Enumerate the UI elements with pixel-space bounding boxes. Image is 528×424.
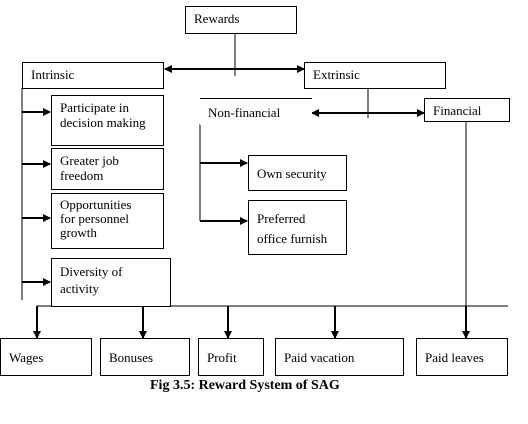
paid-leaves-label: Paid leaves (425, 350, 484, 365)
job-freedom-box: Greater job freedom (51, 148, 164, 190)
participate-box: Participate in decision making (51, 95, 164, 146)
bonuses-box: Bonuses (100, 338, 190, 376)
paid-vacation-box: Paid vacation (275, 338, 404, 376)
opportunities-label: Opportunities for personnel growth (60, 197, 132, 240)
office-furnish-label: Preferred office furnish (257, 211, 328, 246)
paid-vacation-label: Paid vacation (284, 350, 355, 365)
financial-box: Financial (424, 98, 510, 122)
financial-label: Financial (433, 103, 482, 118)
diversity-label: Diversity of activity (60, 264, 123, 296)
figure-caption: Fig 3.5: Reward System of SAG (150, 378, 340, 393)
own-security-label: Own security (257, 166, 327, 181)
intrinsic-label: Intrinsic (31, 67, 75, 82)
profit-label: Profit (207, 350, 237, 365)
opportunities-box: Opportunities for personnel growth (51, 193, 164, 249)
rewards-label: Rewards (194, 11, 240, 26)
extrinsic-box: Extrinsic (304, 62, 446, 89)
bonuses-label: Bonuses (109, 350, 154, 365)
extrinsic-label: Extrinsic (313, 67, 360, 82)
diversity-box: Diversity of activity (51, 258, 171, 307)
non-financial-box: Non-financial (200, 98, 312, 125)
job-freedom-label: Greater job freedom (60, 153, 119, 183)
office-furnish-box: Preferred office furnish (248, 200, 347, 255)
profit-box: Profit (198, 338, 264, 376)
wages-label: Wages (9, 350, 44, 365)
wages-box: Wages (0, 338, 92, 376)
own-security-box: Own security (248, 155, 347, 191)
non-financial-label: Non-financial (208, 105, 281, 120)
intrinsic-box: Intrinsic (22, 62, 164, 89)
participate-label: Participate in decision making (60, 100, 146, 130)
rewards-box: Rewards (185, 6, 297, 34)
paid-leaves-box: Paid leaves (416, 338, 508, 376)
